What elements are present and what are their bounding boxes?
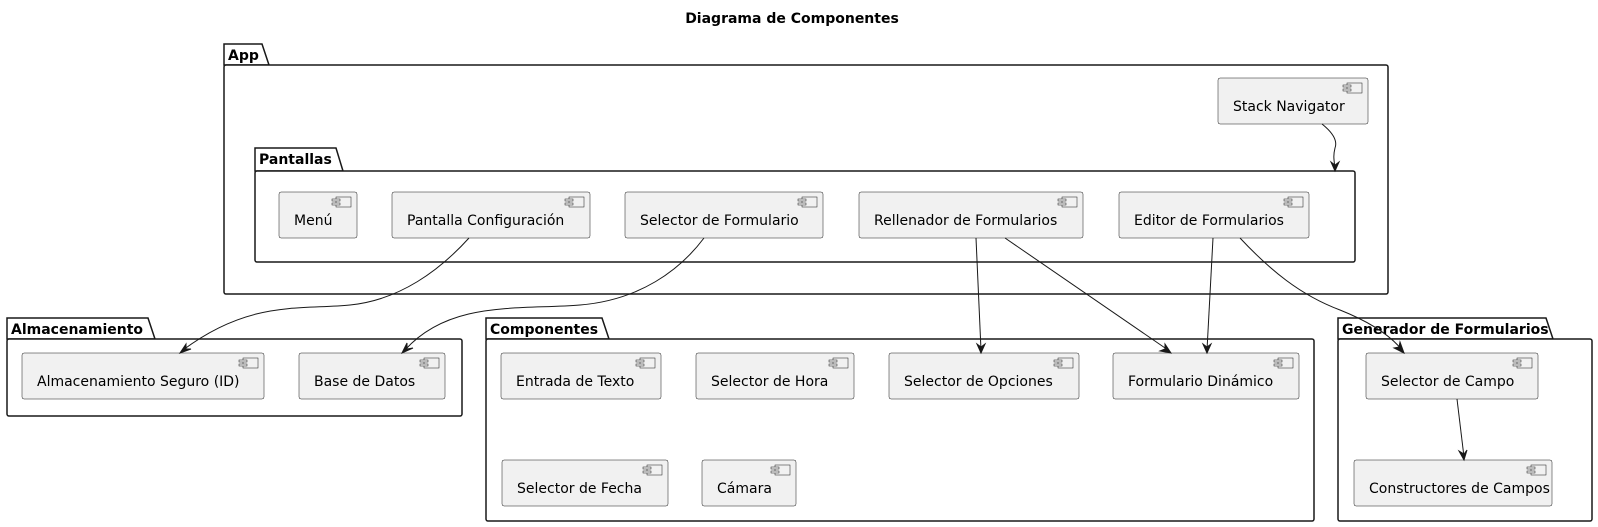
- edge-stack-navigator-to-pantallas: [1321, 123, 1341, 173]
- diagram-title: Diagrama de Componentes: [685, 11, 899, 27]
- component-selector-fecha: Selector de Fecha: [501, 459, 669, 507]
- component-menu: Menú: [278, 191, 358, 239]
- package-componentes: Componentes: [485, 317, 1315, 522]
- component-label: Selector de Formulario: [640, 213, 799, 229]
- component-label: Selector de Campo: [1381, 374, 1514, 390]
- component-editor: Editor de Formularios: [1118, 191, 1310, 239]
- component-selector-hora: Selector de Hora: [695, 352, 855, 400]
- component-camara: Cámara: [701, 459, 797, 507]
- component-label: Editor de Formularios: [1134, 213, 1284, 229]
- component-label: Constructores de Campos: [1369, 481, 1550, 497]
- component-stack-navigator: Stack Navigator: [1217, 77, 1369, 125]
- component-label: Stack Navigator: [1233, 99, 1345, 115]
- component-label: Selector de Hora: [711, 374, 828, 390]
- component-constructores: Constructores de Campos: [1353, 459, 1553, 507]
- component-formulario-dinamico: Formulario Dinámico: [1112, 352, 1300, 400]
- component-almacenamiento-seguro: Almacenamiento Seguro (ID): [21, 352, 265, 400]
- component-entrada-texto: Entrada de Texto: [500, 352, 662, 400]
- package-label-componentes: Componentes: [490, 322, 598, 338]
- package-label-generador: Generador de Formularios: [1342, 322, 1549, 338]
- component-label: Formulario Dinámico: [1128, 374, 1273, 390]
- edge-selector-formulario-to-base-datos: [400, 237, 705, 355]
- component-label: Menú: [294, 213, 332, 229]
- edge-editor-to-selector-campo: [1239, 237, 1405, 355]
- edge-selector-campo-to-constructores: [1456, 398, 1468, 462]
- component-label: Rellenador de Formularios: [874, 213, 1057, 229]
- component-rellenador: Rellenador de Formularios: [858, 191, 1084, 239]
- component-selector-campo: Selector de Campo: [1365, 352, 1539, 400]
- component-selector-opciones: Selector de Opciones: [888, 352, 1080, 400]
- component-label: Base de Datos: [314, 374, 415, 390]
- component-label: Pantalla Configuración: [407, 213, 564, 229]
- edge-rellenador-to-selector-opciones: [975, 237, 987, 355]
- edge-rellenador-to-formulario-dinamico: [1004, 237, 1173, 354]
- package-label-pantallas: Pantallas: [259, 152, 332, 168]
- package-label-app: App: [228, 48, 259, 64]
- component-base-datos: Base de Datos: [298, 352, 446, 400]
- component-label: Almacenamiento Seguro (ID): [37, 374, 240, 390]
- component-label: Selector de Fecha: [517, 481, 642, 497]
- component-label: Entrada de Texto: [516, 374, 634, 390]
- component-selector-formulario: Selector de Formulario: [624, 191, 824, 239]
- component-pantalla-configuracion: Pantalla Configuración: [391, 191, 591, 239]
- component-label: Selector de Opciones: [904, 374, 1053, 390]
- package-label-almacenamiento: Almacenamiento: [11, 322, 143, 338]
- edge-editor-to-formulario-dinamico: [1201, 237, 1214, 355]
- edge-pantalla-config-to-alm-seguro: [178, 237, 470, 354]
- component-label: Cámara: [717, 481, 772, 497]
